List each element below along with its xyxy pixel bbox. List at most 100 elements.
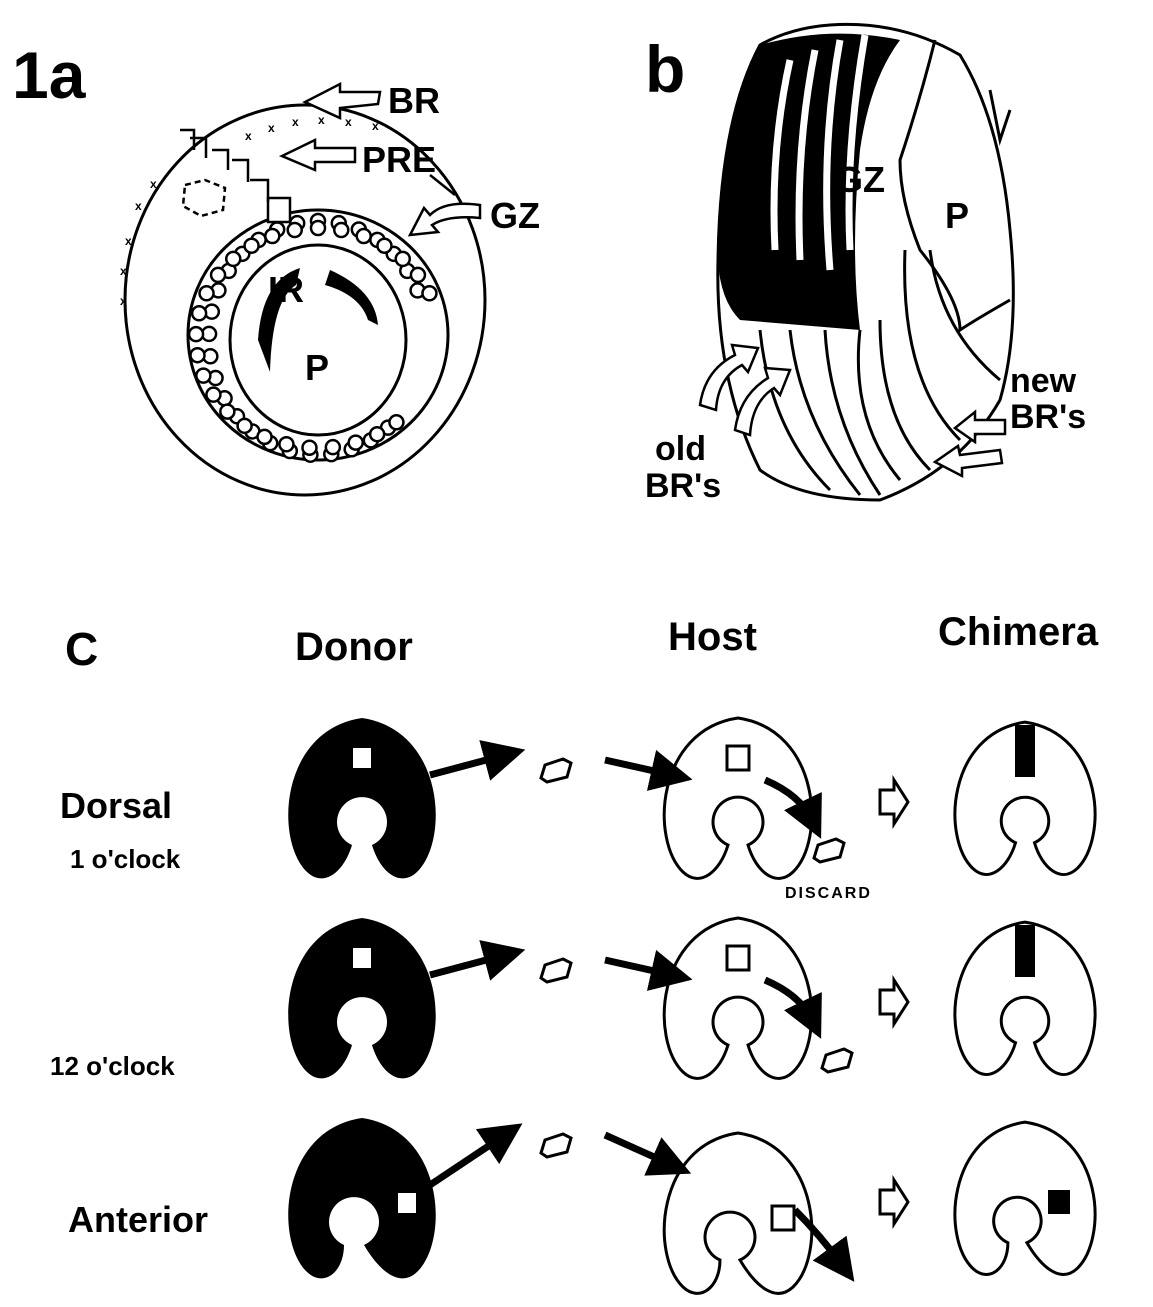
cross-mark: x — [120, 264, 127, 278]
graft-chip — [812, 837, 846, 864]
cross-mark: x — [135, 199, 142, 213]
arrow-icon — [428, 1123, 523, 1188]
cell — [243, 237, 260, 254]
host-eye — [662, 916, 814, 1080]
pre-cells — [180, 128, 292, 224]
label-p: P — [945, 195, 969, 236]
panel-b: b GZ P old BR's new BR's — [645, 22, 1086, 505]
arrow-icon — [429, 940, 526, 981]
panel-a-label: 1a — [12, 38, 87, 112]
cell — [189, 346, 206, 364]
label-arrows — [278, 81, 482, 237]
panel-b-label: b — [645, 32, 685, 106]
open-arrow-icon — [878, 974, 910, 1030]
cell — [219, 403, 236, 420]
panel-c: C Donor Host Chimera Dorsal 1 o'clock 12… — [50, 610, 1099, 1295]
donor-eye — [288, 718, 436, 879]
graft-row — [288, 916, 1097, 1080]
row-1-oclock: 1 o'clock — [70, 844, 181, 874]
graft-row — [288, 716, 1097, 880]
discard-arrow-icon — [763, 976, 822, 1039]
old-br-arrows — [698, 343, 792, 437]
label-gz: GZ — [490, 195, 540, 236]
ir-arrow-left — [258, 268, 300, 372]
cell — [324, 438, 342, 456]
cross-mark: x — [268, 121, 275, 135]
cell — [376, 237, 393, 254]
donor-graft — [353, 748, 371, 768]
label-ir: IR — [268, 269, 304, 310]
ring-lines — [758, 39, 1012, 496]
outer-boundary — [123, 103, 487, 497]
row-12-oclock: 12 o'clock — [50, 1051, 175, 1081]
graft-chip — [539, 1132, 573, 1159]
column-donor: Donor — [295, 625, 413, 669]
chimera-eye — [953, 1120, 1097, 1276]
ir-arrow-right — [325, 270, 378, 325]
arrow-icon — [603, 1131, 692, 1176]
cell — [278, 436, 295, 453]
chimera-graft — [1015, 725, 1035, 777]
cell — [301, 439, 318, 456]
label-br: BR — [388, 80, 440, 121]
cell — [264, 227, 281, 245]
open-arrow-icon — [878, 1174, 910, 1230]
donor-graft — [353, 948, 371, 968]
cell — [198, 285, 215, 302]
discard-label: DISCARD — [785, 885, 872, 902]
stripes — [770, 34, 869, 271]
label-p: P — [305, 347, 329, 388]
label-new-brs: BR's — [1010, 398, 1086, 436]
cross-mark: x — [150, 177, 157, 191]
chimera-graft — [1048, 1190, 1070, 1214]
arrow-icon — [604, 949, 693, 991]
discard-arrow-icon — [792, 1207, 855, 1282]
host-graft-site — [725, 944, 751, 972]
gz-arrow-icon — [407, 202, 482, 237]
arrow-icon — [429, 740, 526, 781]
graft-chip — [539, 957, 573, 984]
cell — [205, 386, 222, 403]
open-arrow-icon — [878, 774, 910, 830]
cell — [187, 325, 205, 343]
cross-mark: x — [245, 129, 252, 143]
cross-mark: x — [345, 115, 352, 129]
label-old-brs: BR's — [645, 467, 721, 505]
new-br-arrows — [932, 409, 1007, 479]
pointer-line — [429, 174, 456, 196]
cell — [256, 428, 273, 446]
donor-graft — [398, 1193, 416, 1213]
host-graft-site — [770, 1204, 796, 1232]
graft-chip — [820, 1047, 854, 1074]
graft-rows — [288, 716, 1097, 1295]
cross-mark: x — [125, 234, 132, 248]
label-pre: PRE — [362, 139, 436, 180]
host-graft-site — [725, 744, 751, 772]
discard-arrow-icon — [763, 776, 822, 839]
gz-cells — [187, 212, 438, 463]
cell — [368, 425, 386, 443]
cell — [209, 266, 227, 284]
cell — [394, 250, 411, 268]
cross-mark: x — [318, 113, 325, 127]
cell — [309, 219, 327, 237]
cell — [286, 221, 303, 239]
pupil-ring — [228, 243, 408, 437]
arrow-icon — [604, 749, 693, 791]
cell — [195, 367, 212, 384]
label-old: old — [655, 430, 706, 468]
graft-chip — [539, 757, 573, 784]
label-new: new — [1010, 362, 1077, 400]
cell — [388, 414, 405, 431]
cell — [409, 266, 427, 284]
row-anterior: Anterior — [68, 1199, 208, 1240]
cell — [225, 250, 242, 268]
cross-mark: x — [372, 119, 379, 133]
cross-mark: x — [120, 294, 127, 308]
cell — [190, 305, 208, 322]
pre-arrow-icon — [278, 138, 357, 172]
cell — [355, 227, 372, 245]
br-arrow-icon — [302, 81, 382, 120]
